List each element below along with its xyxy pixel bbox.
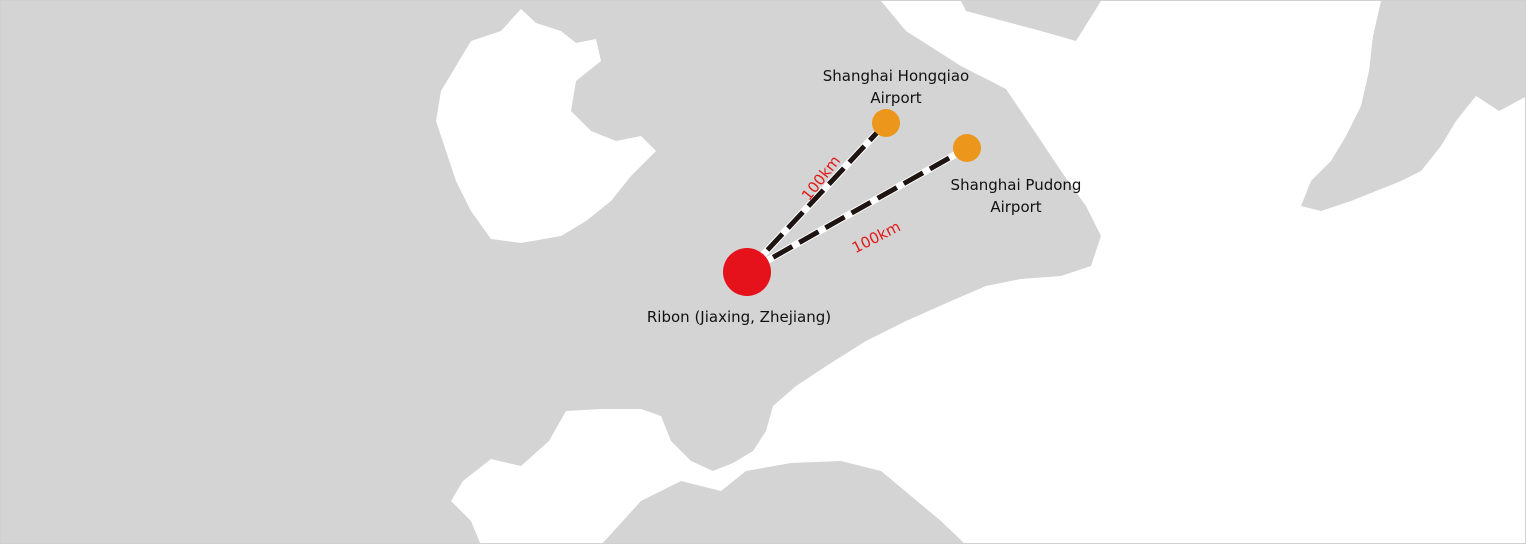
korean-peninsula (1301, 1, 1525, 211)
mainland-landmass (1, 1, 1101, 543)
origin-marker[interactable] (723, 248, 771, 296)
origin-label: Ribon (Jiaxing, Zhejiang) (646, 308, 832, 326)
pudong-airport-label: Shanghai Pudong Airport (916, 174, 1116, 218)
route-line-dashes (745, 121, 888, 274)
route-line-dashes (745, 145, 969, 275)
hongqiao-airport-label: Shanghai Hongqiao Airport (796, 65, 996, 109)
hongqiao-label-line1: Shanghai Hongqiao (822, 67, 970, 85)
pudong-label-line1: Shanghai Pudong (950, 176, 1082, 194)
hongqiao-airport-marker[interactable] (872, 109, 900, 137)
route-lines (744, 120, 969, 276)
pudong-label-line2: Airport (990, 198, 1042, 216)
southern-landmass (602, 461, 964, 543)
hongqiao-label-line2: Airport (870, 89, 922, 107)
island-north (961, 1, 1101, 41)
lake-taihu (436, 9, 656, 243)
pudong-airport-marker[interactable] (953, 134, 981, 162)
